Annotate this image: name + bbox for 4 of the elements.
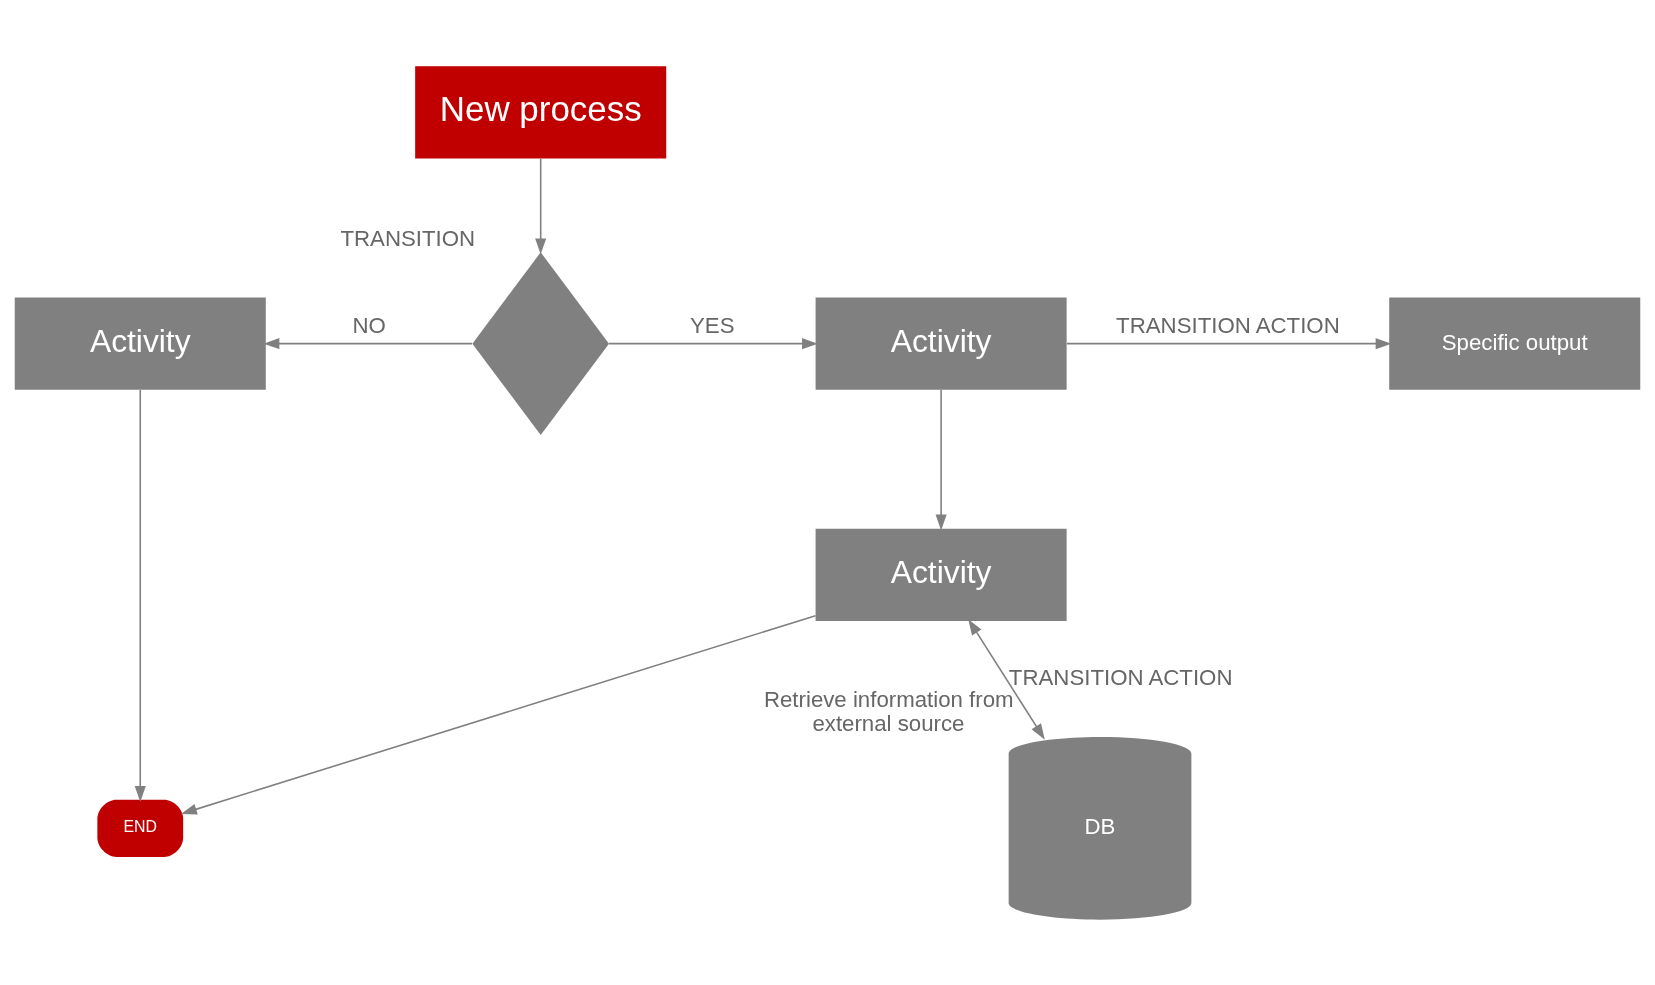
edge-label: YES bbox=[690, 312, 735, 338]
edge-label: NO bbox=[352, 312, 386, 338]
edge-label: TRANSITION ACTION bbox=[1116, 312, 1340, 338]
node-label: TRANSITION bbox=[340, 225, 476, 251]
